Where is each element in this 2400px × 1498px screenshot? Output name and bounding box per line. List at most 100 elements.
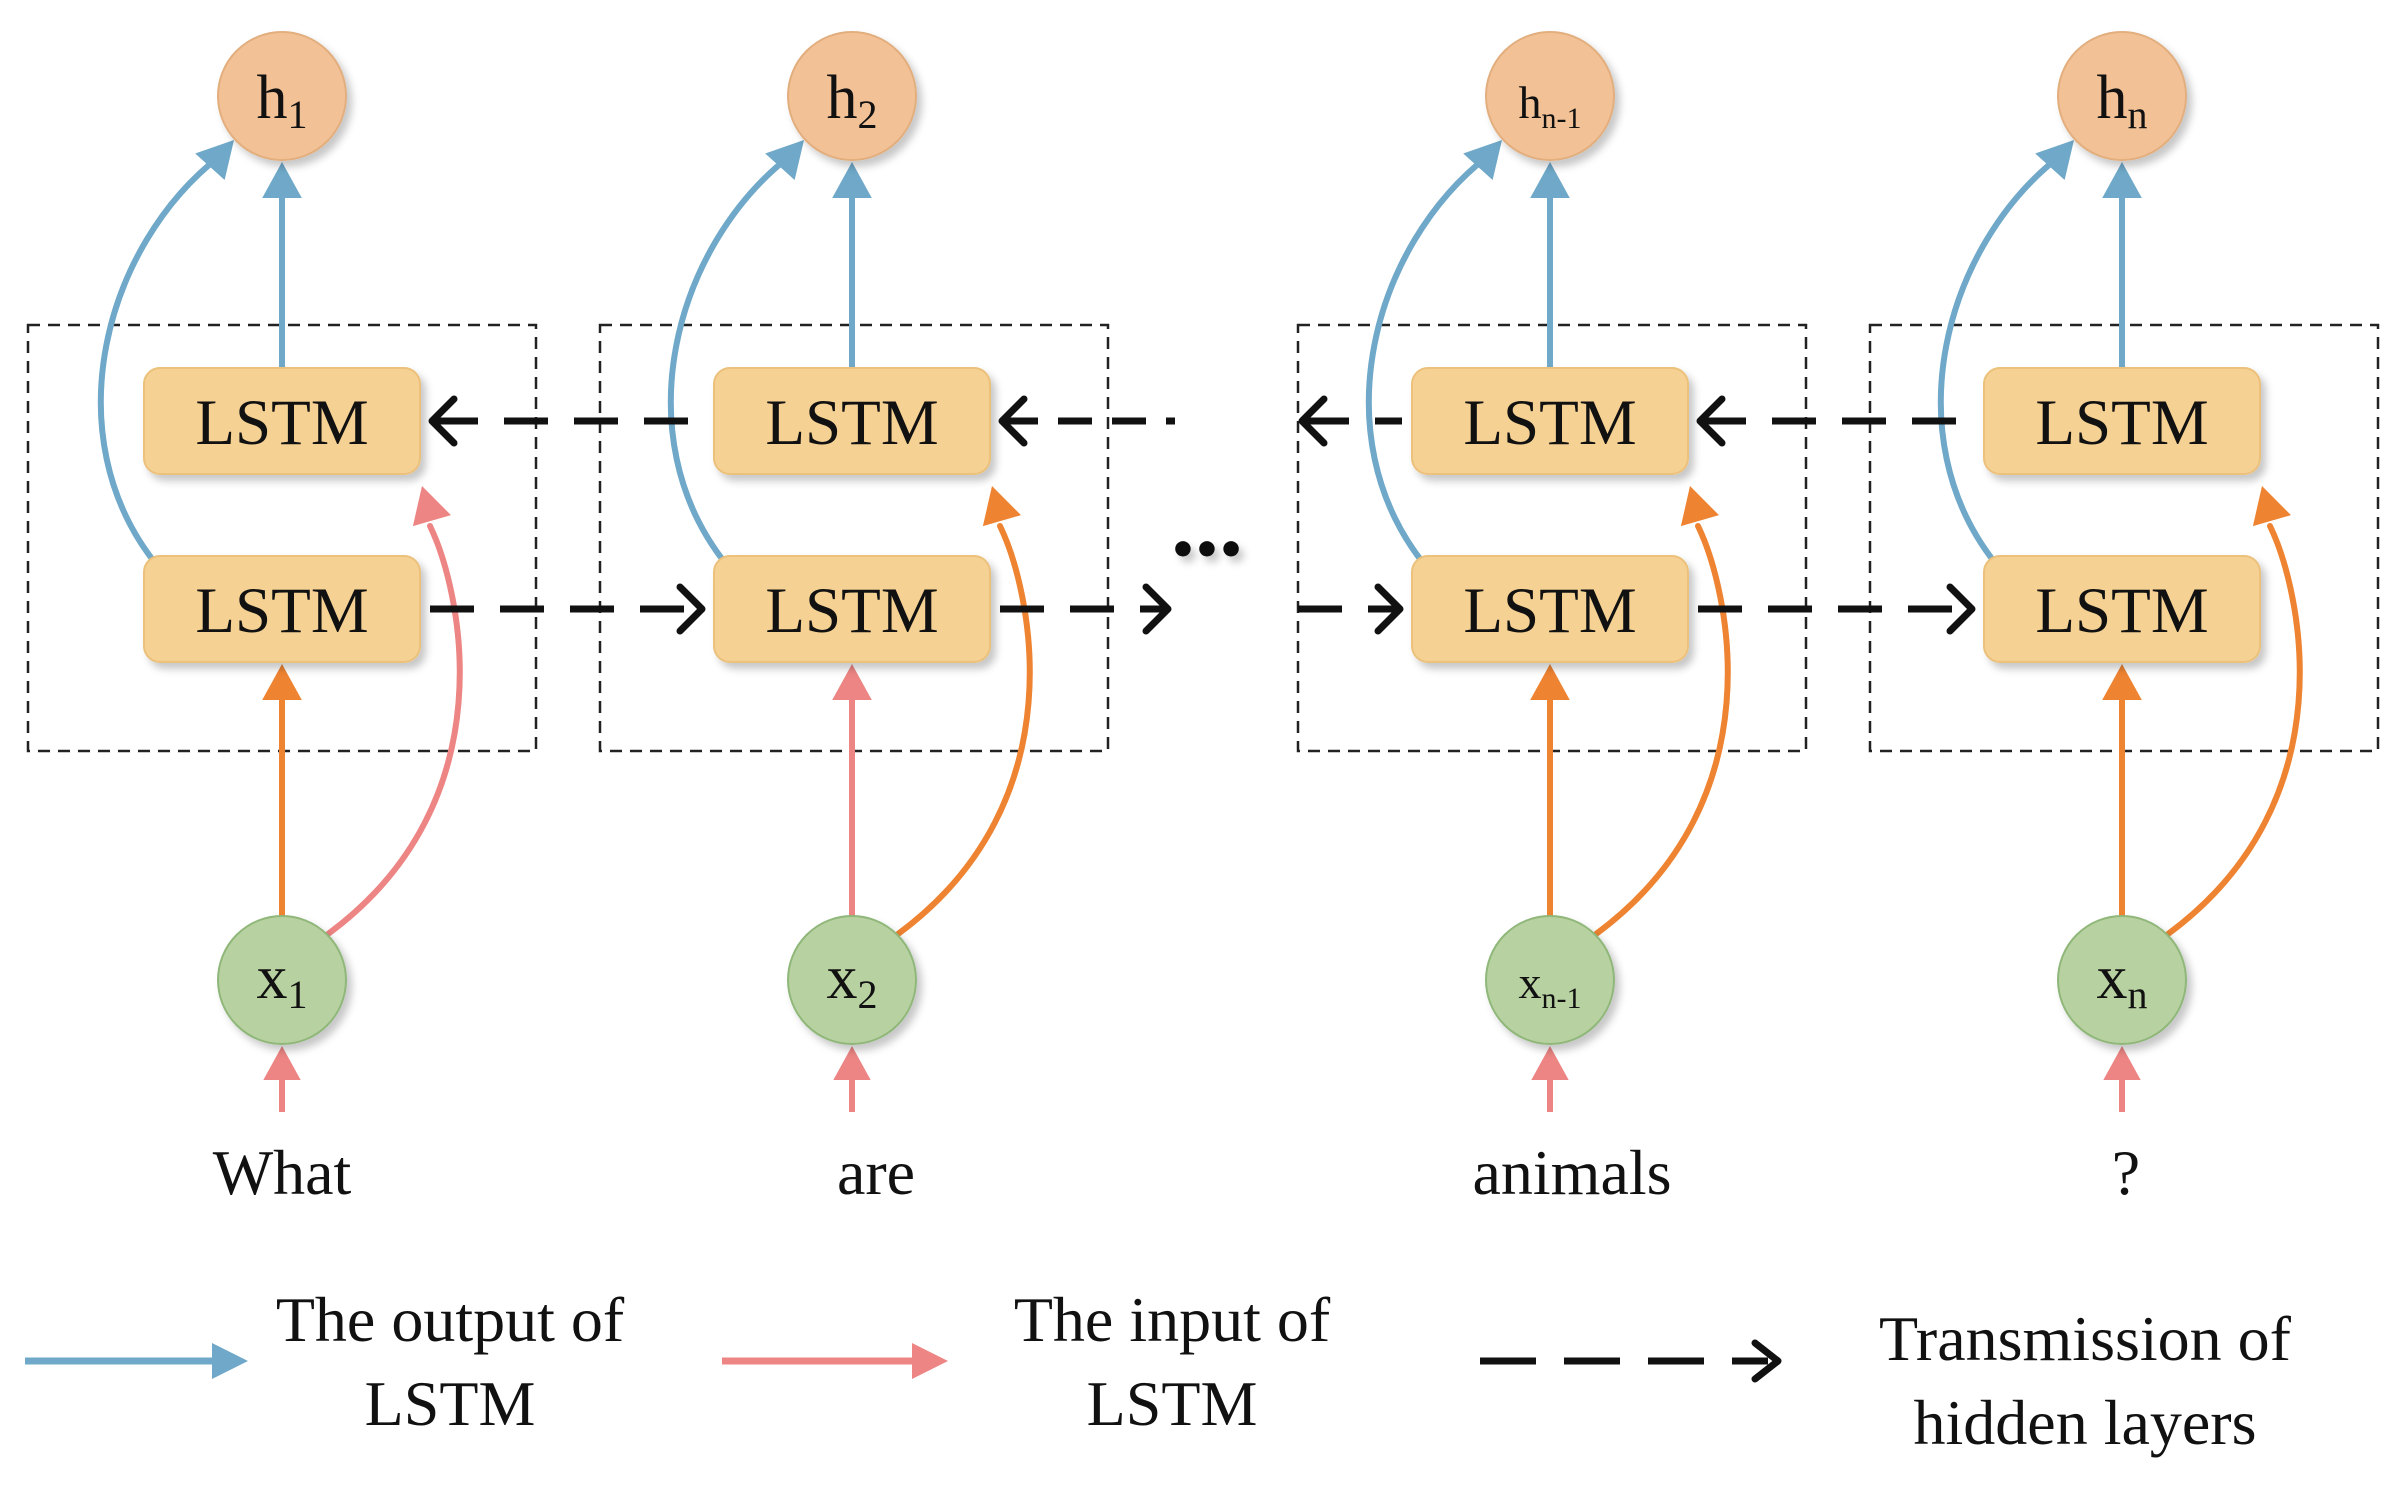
output-arrow-curved-head-4 [2035, 140, 2074, 181]
legend-input-line1: The input of [1014, 1284, 1331, 1355]
lstm-top-2: LSTM [713, 367, 991, 475]
word-arrow-head-1 [263, 1046, 301, 1080]
input-arrow-curved-2 [895, 523, 1033, 937]
input-arrow-curved-1 [325, 523, 463, 937]
hidden-forward-head-3 [1374, 583, 1404, 635]
output-arrow-straight-head-3 [1530, 162, 1570, 198]
input-arrow-curved-head-2 [982, 486, 1021, 527]
input-arrow-curved-4 [2165, 523, 2303, 937]
word-arrow-head-3 [1531, 1046, 1569, 1080]
lstm-bottom-label-3: LSTM [1463, 575, 1636, 647]
input-node-base-1: x [257, 944, 288, 1012]
output-node-circle-4 [2057, 31, 2187, 161]
lstm-bottom-3: LSTM [1411, 555, 1689, 663]
lstm-bottom-box-3 [1411, 555, 1689, 663]
lstm-top-label-2: LSTM [765, 387, 938, 459]
input-node-circle-2 [787, 915, 917, 1045]
input-arrow-straight-head-2 [832, 664, 872, 700]
output-arrow-curved-head-1 [195, 140, 234, 181]
input-node-sub-3: n-1 [1542, 982, 1582, 1015]
nodes-layer: h1LSTMLSTMx1Whath2LSTMLSTMx2arehn-1LSTML… [143, 31, 2261, 1208]
input-node-circle-4 [2057, 915, 2187, 1045]
output-node-base-3: h [1519, 77, 1542, 128]
output-node-base-4: h [2097, 64, 2128, 132]
lstm-bottom-label-1: LSTM [195, 575, 368, 647]
output-arrow-curved-4 [1937, 153, 2063, 567]
output-node-label-2: h2 [827, 64, 878, 137]
word-arrow-head-2 [833, 1046, 871, 1080]
hidden-forward-head-4 [1946, 583, 1976, 635]
legend-output-line2: LSTM [365, 1368, 536, 1439]
input-word-2: are [837, 1137, 915, 1208]
lstm-bottom-2: LSTM [713, 555, 991, 663]
input-node-x4: xn [2057, 915, 2187, 1045]
lstm-top-1: LSTM [143, 367, 421, 475]
output-arrow-straight-head-2 [832, 162, 872, 198]
lstm-top-box-3 [1411, 367, 1689, 475]
hidden-forward-head-gap [1142, 583, 1172, 635]
ellipsis: ••• [1169, 525, 1241, 576]
input-node-circle-1 [217, 915, 347, 1045]
output-node-circle-3 [1485, 31, 1615, 161]
legend-output-arrow-head [212, 1343, 248, 1379]
output-node-sub-1: 1 [288, 92, 308, 137]
input-arrow-curved-head-1 [412, 486, 451, 527]
input-node-x2: x2 [787, 915, 917, 1045]
hidden-backward-head-3 [1696, 395, 1726, 447]
output-node-sub-2: 2 [858, 92, 878, 137]
lstm-top-box-1 [143, 367, 421, 475]
hidden-forward-head-2 [676, 583, 706, 635]
lstm-top-box-4 [1983, 367, 2261, 475]
output-node-label-4: hn [2097, 64, 2148, 137]
lstm-top-label-1: LSTM [195, 387, 368, 459]
hidden-backward-head-1 [428, 395, 458, 447]
hidden-backward-head-gap [1298, 395, 1328, 447]
output-arrow-curved-2 [667, 153, 793, 567]
input-node-label-3: xn-1 [1519, 957, 1582, 1015]
output-node-h1: h1 [217, 31, 347, 161]
legend-output-line1: The output of [276, 1284, 625, 1355]
lstm-top-label-4: LSTM [2035, 387, 2208, 459]
input-arrow-curved-head-4 [2252, 486, 2291, 527]
input-arrow-curved-head-3 [1680, 486, 1719, 527]
input-arrow-straight-head-4 [2102, 664, 2142, 700]
output-node-sub-3: n-1 [1542, 102, 1582, 135]
input-node-x1: x1 [217, 915, 347, 1045]
input-node-x3: xn-1 [1485, 915, 1615, 1045]
output-node-circle-2 [787, 31, 917, 161]
output-node-h4: hn [2057, 31, 2187, 161]
input-node-sub-1: 1 [288, 972, 308, 1017]
input-arrow-curved-3 [1593, 523, 1731, 937]
output-arrow-curved-head-2 [765, 140, 804, 181]
input-node-label-1: x1 [257, 944, 308, 1017]
input-node-circle-3 [1485, 915, 1615, 1045]
lstm-bottom-label-4: LSTM [2035, 575, 2208, 647]
output-node-circle-1 [217, 31, 347, 161]
legend-output: The output of LSTM [25, 1284, 625, 1439]
word-arrow-head-4 [2103, 1046, 2141, 1080]
lstm-bottom-1: LSTM [143, 555, 421, 663]
arrows-layer [97, 140, 2303, 1112]
input-node-sub-2: 2 [858, 972, 878, 1017]
lstm-top-3: LSTM [1411, 367, 1689, 475]
input-node-sub-4: n [2128, 972, 2148, 1017]
lstm-top-4: LSTM [1983, 367, 2261, 475]
lstm-top-label-3: LSTM [1463, 387, 1636, 459]
input-node-base-2: x [827, 944, 858, 1012]
output-node-base-1: h [257, 64, 288, 132]
legend-hidden-line2: hidden layers [1914, 1387, 2257, 1458]
input-arrow-straight-head-1 [262, 664, 302, 700]
input-word-3: animals [1472, 1137, 1671, 1208]
input-node-label-2: x2 [827, 944, 878, 1017]
output-node-label-1: h1 [257, 64, 308, 137]
output-node-sub-4: n [2128, 92, 2148, 137]
legend: The output of LSTM The input of LSTM Tra… [25, 1284, 2292, 1458]
input-node-base-3: x [1519, 957, 1542, 1008]
input-word-4: ? [2112, 1137, 2140, 1208]
input-node-base-4: x [2097, 944, 2128, 1012]
output-node-base-2: h [827, 64, 858, 132]
hidden-backward-head-2 [998, 395, 1028, 447]
output-node-label-3: hn-1 [1519, 77, 1582, 135]
legend-input: The input of LSTM [722, 1284, 1331, 1439]
